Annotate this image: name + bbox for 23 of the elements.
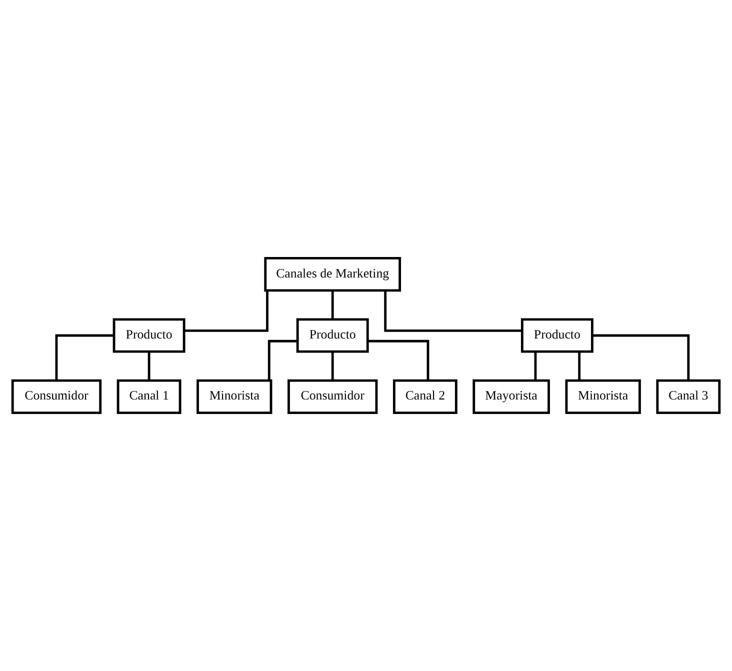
node-box: Canal 3: [656, 379, 721, 414]
connector: [184, 290, 268, 332]
node-box: Canal 1: [116, 379, 182, 414]
node-box: Minorista: [196, 379, 272, 414]
connector: [268, 340, 298, 380]
connector: [592, 334, 690, 380]
connector: [331, 290, 334, 320]
node-box: Producto: [112, 318, 186, 353]
node-box: Consumidor: [11, 379, 102, 414]
connector: [368, 340, 430, 380]
connector: [148, 352, 150, 380]
node-box: Producto: [296, 318, 369, 353]
node-box: Canal 2: [392, 379, 458, 414]
connector: [534, 352, 537, 380]
node-box: Consumidor: [288, 379, 378, 414]
node-box: Canales de Marketing: [264, 257, 402, 292]
connector: [331, 352, 334, 380]
connector: [578, 352, 581, 380]
node-box: Producto: [520, 318, 594, 353]
connector: [55, 334, 114, 380]
connector: [384, 290, 522, 332]
node-box: Minorista: [565, 379, 641, 414]
node-box: Mayorista: [472, 379, 550, 414]
